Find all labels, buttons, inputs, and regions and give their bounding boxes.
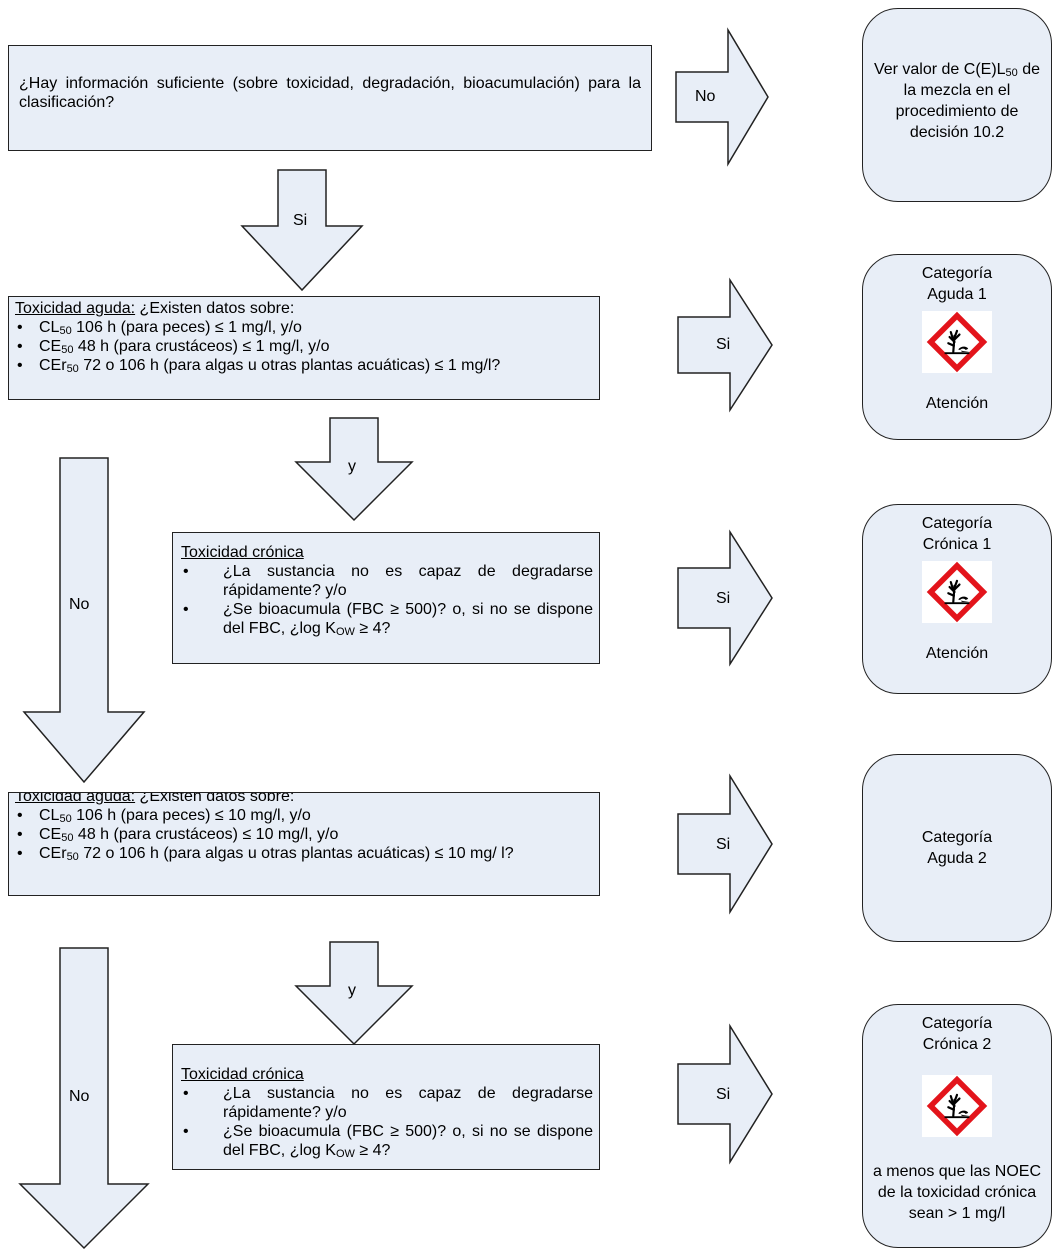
result-see-decision-procedure: Ver valor de C(E)L50 de la mezcla en el … (862, 8, 1052, 202)
chronic-2-list: ¿La sustancia no es capaz de degradarse … (181, 1084, 593, 1160)
arrow-down-no1 (22, 457, 146, 784)
acute-1-header: Toxicidad aguda: ¿Existen datos sobre: (15, 299, 593, 318)
label-no-left1: No (69, 596, 90, 613)
acute-1-question: ¿Existen datos sobre: (135, 300, 295, 317)
arrow-right-si-chronic1 (677, 529, 773, 667)
chronic-toxicity-box-1: Toxicidad crónica ¿La sustancia no es ca… (172, 532, 600, 664)
chronic-2-heading: Toxicidad crónica (181, 1066, 304, 1083)
chronic-2-item-degradation: ¿La sustancia no es capaz de degradarse … (181, 1084, 593, 1122)
acute-2-question: ¿Existen datos sobre: (135, 792, 295, 805)
label-si-acute2: Si (716, 836, 731, 853)
acute-2-header: Toxicidad aguda: ¿Existen datos sobre: (15, 792, 593, 806)
arrow-right-no (675, 27, 769, 167)
acute-1-item-algae: CEr50 72 o 106 h (para algas u otras pla… (15, 356, 593, 375)
result-acute-category-2: Categoría Aguda 2 (862, 754, 1052, 942)
acute-2-heading: Toxicidad aguda: (15, 792, 136, 805)
result-2-line1: Categoría (921, 265, 993, 282)
environment-hazard-icon (922, 311, 992, 373)
acute-2-item-fish: CL50 106 h (para peces) ≤ 10 mg/l, y/o (15, 806, 593, 825)
arrow-right-si-acute1 (677, 277, 773, 413)
label-si-chronic2: Si (716, 1086, 731, 1103)
acute-1-item-crustacean: CE50 48 h (para crustáceos) ≤ 1 mg/l, y/… (15, 337, 593, 356)
label-si-down: Si (293, 212, 308, 229)
result-acute-category-1: Categoría Aguda 1 Atención (862, 254, 1052, 440)
chronic-1-list: ¿La sustancia no es capaz de degradarse … (181, 562, 593, 638)
result-chronic-category-2: Categoría Crónica 2 a menos que las NOEC… (862, 1004, 1052, 1248)
arrow-down-no2 (18, 947, 150, 1250)
result-3-line2: Crónica 1 (922, 536, 992, 553)
label-no-left2: No (69, 1088, 90, 1105)
acute-2-item-crustacean: CE50 48 h (para crustáceos) ≤ 10 mg/l, y… (15, 825, 593, 844)
result-5-line2: Crónica 2 (922, 1036, 992, 1053)
result-2-signal-word: Atención (925, 395, 989, 412)
chronic-1-item-degradation: ¿La sustancia no es capaz de degradarse … (181, 562, 593, 600)
arrow-down-si (240, 169, 364, 292)
label-si-chronic1: Si (716, 590, 731, 607)
question-sufficient-info: ¿Hay información suficiente (sobre toxic… (8, 45, 652, 151)
result-chronic-category-1: Categoría Crónica 1 Atención (862, 504, 1052, 694)
acute-1-heading: Toxicidad aguda: (15, 300, 136, 317)
acute-toxicity-box-1: Toxicidad aguda: ¿Existen datos sobre: C… (8, 296, 600, 400)
arrow-down-y1 (294, 417, 414, 522)
chronic-1-heading: Toxicidad crónica (181, 544, 304, 561)
result-2-line2: Aguda 1 (927, 286, 987, 303)
acute-2-item-algae: CEr50 72 o 106 h (para algas u otras pla… (15, 844, 593, 863)
acute-2-list: CL50 106 h (para peces) ≤ 10 mg/l, y/o C… (15, 806, 593, 863)
result-5-line1: Categoría (921, 1015, 993, 1032)
label-si-acute1: Si (716, 336, 731, 353)
arrow-down-y2 (294, 941, 414, 1046)
result-1-text: Ver valor de C(E)L50 de la mezcla en el … (873, 61, 1041, 141)
acute-1-list: CL50 106 h (para peces) ≤ 1 mg/l, y/o CE… (15, 318, 593, 375)
result-4-line2: Aguda 2 (927, 850, 987, 867)
chronic-toxicity-box-2: Toxicidad crónica ¿La sustancia no es ca… (172, 1044, 600, 1170)
chronic-1-item-bioaccumulation: ¿Se bioacumula (FBC ≥ 500)? o, si no se … (181, 600, 593, 638)
label-no-q1: No (695, 88, 716, 105)
label-y2: y (348, 982, 356, 999)
result-4-line1: Categoría (921, 829, 993, 846)
result-5-condition: a menos que las NOEC de la toxicidad cró… (872, 1163, 1042, 1222)
label-y1: y (348, 458, 356, 475)
arrow-right-si-acute2 (677, 773, 773, 915)
environment-hazard-icon (922, 1075, 992, 1137)
question-text: ¿Hay información suficiente (sobre toxic… (19, 75, 641, 111)
environment-hazard-icon (922, 561, 992, 623)
acute-1-item-fish: CL50 106 h (para peces) ≤ 1 mg/l, y/o (15, 318, 593, 337)
arrow-right-si-chronic2 (677, 1023, 773, 1165)
result-3-signal-word: Atención (925, 645, 989, 662)
acute-toxicity-box-2: Toxicidad aguda: ¿Existen datos sobre: C… (8, 792, 600, 896)
result-3-line1: Categoría (921, 515, 993, 532)
chronic-2-item-bioaccumulation: ¿Se bioacumula (FBC ≥ 500)? o, si no se … (181, 1122, 593, 1160)
